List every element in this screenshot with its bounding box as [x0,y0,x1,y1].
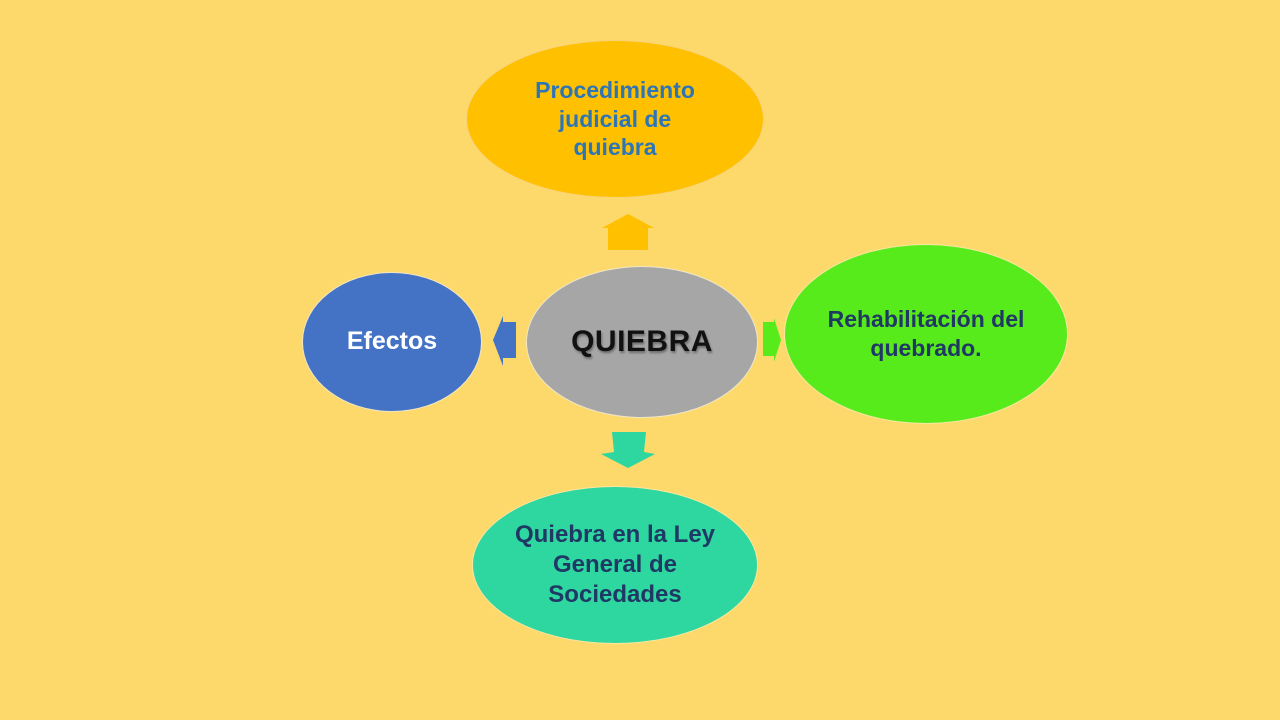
arrow-right-icon [763,318,781,362]
node-procedimiento-judicial: Procedimiento judicial de quiebra [466,40,764,198]
arrow-up-icon [602,214,654,250]
node-quiebra-center: QUIEBRA [526,266,758,418]
node-label: Quiebra en la Ley General de Sociedades [514,521,716,608]
node-ley-general-sociedades: Quiebra en la Ley General de Sociedades [472,486,758,644]
node-label: Efectos [346,327,438,356]
node-label: QUIEBRA [571,325,713,359]
node-label: Rehabilitación del quebrado. [827,306,1025,361]
node-efectos: Efectos [302,272,482,412]
arrow-left-icon [493,316,516,366]
node-label: Procedimiento judicial de quiebra [535,76,695,161]
arrow-down-icon [601,432,655,468]
node-rehabilitacion: Rehabilitación del quebrado. [784,244,1068,424]
